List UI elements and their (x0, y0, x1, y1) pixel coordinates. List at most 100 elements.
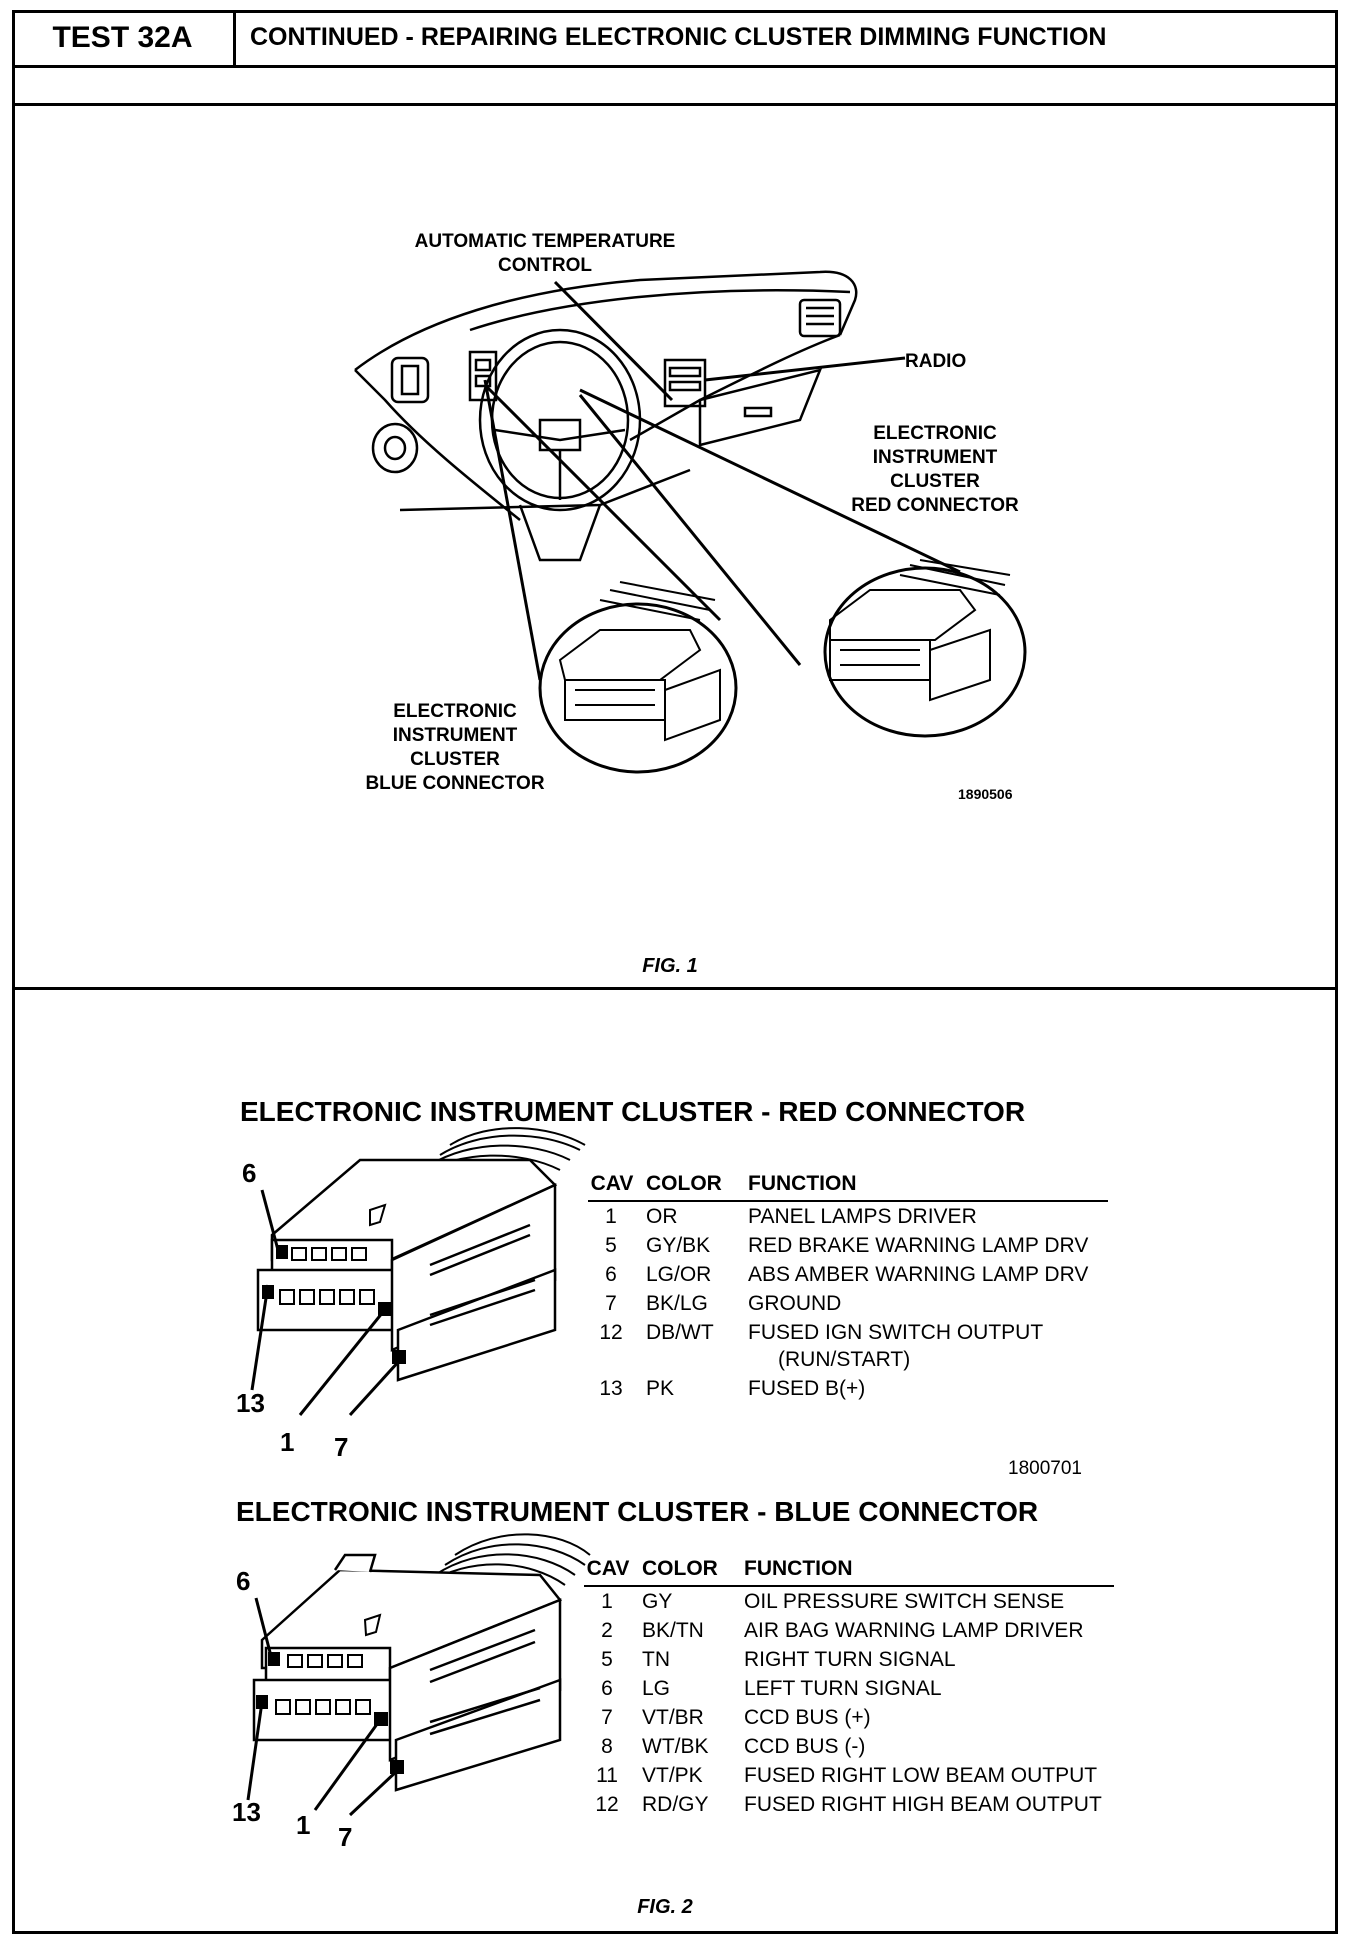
cell-cav: 7 (601, 1706, 613, 1729)
fig2-label: FIG. 2 (637, 1896, 693, 1918)
cell-cav: 2 (601, 1619, 613, 1642)
cell-function: FUSED IGN SWITCH OUTPUT (RUN/START) (748, 1318, 1108, 1374)
table-row: 2 BK/TN AIR BAG WARNING LAMP DRIVER (584, 1616, 1114, 1645)
cell-color: DB/WT (646, 1321, 714, 1344)
cell-function: CCD BUS (-) (744, 1735, 866, 1758)
callout-line: CONTROL (498, 255, 592, 276)
cell-function: ABS AMBER WARNING LAMP DRV (748, 1263, 1089, 1286)
table-row: 7 BK/LG GROUND (588, 1289, 1108, 1318)
table-row: 7 VT/BR CCD BUS (+) (584, 1703, 1114, 1732)
callout-line: RED CONNECTOR (851, 495, 1019, 516)
callout-line: ELECTRONIC (873, 423, 997, 444)
callout-radio: RADIO (905, 351, 967, 372)
table-row: 6 LG/OR ABS AMBER WARNING LAMP DRV (588, 1260, 1108, 1289)
cell-color: BK/TN (642, 1619, 704, 1642)
cell-color: LG (642, 1677, 671, 1700)
cell-function: FUSED B(+) (748, 1377, 866, 1400)
cell-cav: 11 (596, 1764, 618, 1787)
col-function: FUNCTION (748, 1172, 1108, 1202)
blue-pin-label-13: 13 (232, 1797, 261, 1827)
callout-line: INSTRUMENT (872, 447, 998, 468)
callout-line: INSTRUMENT (392, 725, 518, 746)
cell-cav: 6 (605, 1263, 617, 1286)
red-pin-label-7: 7 (334, 1432, 349, 1462)
blue-pin-label-7: 7 (338, 1822, 353, 1852)
col-cav: CAV (584, 1557, 642, 1587)
red-pinout-table: CAV COLOR FUNCTION 1 OR PANEL LAMPS DRIVER… (588, 1172, 1108, 1403)
table-header-row: CAV COLOR FUNCTION (588, 1172, 1108, 1202)
callout-blue-connector: ELECTRONIC INSTRUMENT CLUSTER BLUE CONNE… (355, 700, 555, 796)
cell-color: RD/GY (642, 1793, 709, 1816)
blue-pin-label-1: 1 (296, 1810, 311, 1840)
callout-line: CLUSTER (410, 749, 500, 770)
cell-function: FUSED RIGHT HIGH BEAM OUTPUT (744, 1793, 1102, 1816)
cell-function: CCD BUS (+) (744, 1706, 871, 1729)
cell-cav: 5 (601, 1648, 613, 1671)
table-row: 5 TN RIGHT TURN SIGNAL (584, 1645, 1114, 1674)
cell-cav: 8 (601, 1735, 613, 1758)
blue-connector-title: ELECTRONIC INSTRUMENT CLUSTER - BLUE CON… (236, 1496, 1039, 1527)
fig1-label: FIG. 1 (642, 955, 698, 977)
col-color: COLOR (646, 1172, 748, 1202)
function-text: FUSED IGN SWITCH OUTPUT (748, 1321, 1044, 1344)
cell-cav: 12 (599, 1321, 623, 1344)
cell-color: BK/LG (646, 1292, 708, 1315)
cell-color: LG/OR (646, 1263, 712, 1286)
table-row: 12 DB/WT FUSED IGN SWITCH OUTPUT (RUN/START… (588, 1318, 1108, 1374)
table-header-row: CAV COLOR FUNCTION (584, 1557, 1114, 1587)
callout-line: AUTOMATIC TEMPERATURE (414, 231, 676, 252)
cell-color: PK (646, 1377, 675, 1400)
cell-function: OIL PRESSURE SWITCH SENSE (744, 1590, 1065, 1613)
cell-function: PANEL LAMPS DRIVER (748, 1205, 977, 1228)
table-row: 11 VT/PK FUSED RIGHT LOW BEAM OUTPUT (584, 1761, 1114, 1790)
callout-line: CLUSTER (890, 471, 980, 492)
table-row: 8 WT/BK CCD BUS (-) (584, 1732, 1114, 1761)
cell-color: WT/BK (642, 1735, 709, 1758)
cell-color: TN (642, 1648, 670, 1671)
dashboard-drawing (354, 270, 858, 562)
cell-color: VT/PK (642, 1764, 703, 1787)
cell-function: AIR BAG WARNING LAMP DRIVER (744, 1619, 1084, 1642)
header: TEST 32A CONTINUED - REPAIRING ELECTRONI… (12, 10, 1338, 70)
table-row: 13 PK FUSED B(+) (588, 1374, 1108, 1403)
col-color: COLOR (642, 1557, 744, 1587)
cell-function: RIGHT TURN SIGNAL (744, 1648, 956, 1671)
cell-function: LEFT TURN SIGNAL (744, 1677, 942, 1700)
test-title: CONTINUED - REPAIRING ELECTRONIC CLUSTER… (250, 23, 1107, 51)
cell-cav: 12 (595, 1793, 619, 1816)
cell-cav: 1 (605, 1205, 617, 1228)
function-subtext: (RUN/START) (778, 1348, 911, 1371)
callout-automatic-temperature-control: AUTOMATIC TEMPERATURE CONTROL (395, 230, 695, 278)
cell-function: GROUND (748, 1292, 842, 1315)
fig1-connector-details (558, 559, 1011, 742)
figure-divider (12, 987, 1338, 990)
table-row: 1 OR PANEL LAMPS DRIVER (588, 1201, 1108, 1231)
cell-cav: 6 (601, 1677, 613, 1700)
cell-function: FUSED RIGHT LOW BEAM OUTPUT (744, 1764, 1098, 1787)
header-rule (12, 65, 1338, 68)
cell-color: GY/BK (646, 1234, 711, 1257)
cell-color: VT/BR (642, 1706, 704, 1729)
callout-line: ELECTRONIC (393, 701, 517, 722)
cell-color: OR (646, 1205, 678, 1228)
fig1-leader-lines (483, 280, 961, 681)
cell-cav: 1 (601, 1590, 613, 1613)
col-cav: CAV (588, 1172, 646, 1202)
red-pin-label-6: 6 (242, 1158, 257, 1188)
red-part-number: 1800701 (1008, 1458, 1082, 1479)
callout-line: BLUE CONNECTOR (365, 773, 545, 794)
header-bottom-rule (12, 103, 1338, 106)
blue-pin-label-6: 6 (236, 1566, 251, 1596)
red-pin-label-13: 13 (236, 1388, 265, 1418)
page-frame (12, 10, 1338, 1934)
table-row: 6 LG LEFT TURN SIGNAL (584, 1674, 1114, 1703)
callout-red-connector: ELECTRONIC INSTRUMENT CLUSTER RED CONNEC… (835, 422, 1035, 518)
col-function: FUNCTION (744, 1557, 1114, 1587)
cell-cav: 13 (599, 1377, 623, 1400)
cell-cav: 7 (605, 1292, 617, 1315)
